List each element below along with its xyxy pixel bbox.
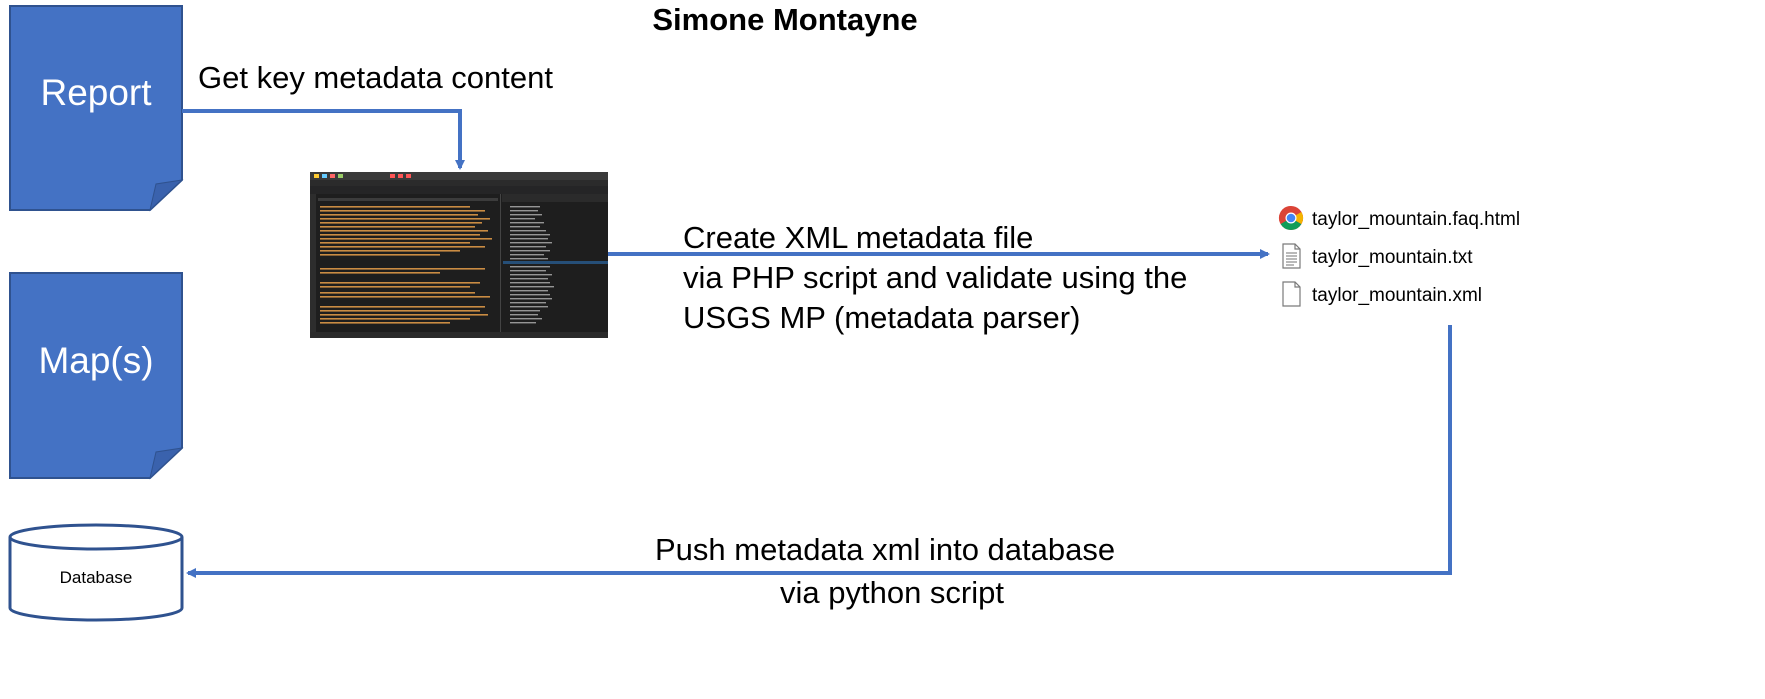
get-metadata-label: Get key metadata content: [198, 60, 553, 95]
create-xml-line-3: USGS MP (metadata parser): [683, 300, 1081, 335]
create-xml-label: Create XML metadata file via PHP script …: [683, 218, 1187, 338]
push-db-line-1: Push metadata xml into database: [655, 532, 1116, 567]
file-name: taylor_mountain.faq.html: [1312, 209, 1521, 230]
text-file-icon: [1278, 242, 1304, 274]
arrow-report-to-editor: [182, 109, 465, 170]
diagram-title: Simone Montayne: [652, 2, 918, 37]
arrow-files-to-database: [186, 325, 1452, 578]
file-name: taylor_mountain.xml: [1312, 285, 1483, 306]
maps-label: Map(s): [38, 340, 154, 381]
report-label: Report: [40, 72, 152, 113]
file-item-txt[interactable]: taylor_mountain.txt: [1278, 242, 1473, 274]
maps-document-shape: [9, 272, 184, 480]
blank-file-icon: [1278, 280, 1304, 312]
code-editor-screenshot: [310, 172, 608, 338]
database-label: Database: [59, 568, 133, 587]
file-name: taylor_mountain.txt: [1312, 247, 1473, 268]
create-xml-line-2: via PHP script and validate using the: [683, 260, 1188, 295]
report-document-shape: [9, 5, 184, 212]
create-xml-line-1: Create XML metadata file: [683, 220, 1034, 255]
database-cylinder: [8, 523, 184, 622]
file-item-xml[interactable]: taylor_mountain.xml: [1278, 280, 1483, 312]
push-db-line-2: via python script: [780, 575, 1004, 610]
chrome-icon: [1278, 205, 1304, 236]
file-item-faq-html[interactable]: taylor_mountain.faq.html: [1278, 205, 1520, 235]
